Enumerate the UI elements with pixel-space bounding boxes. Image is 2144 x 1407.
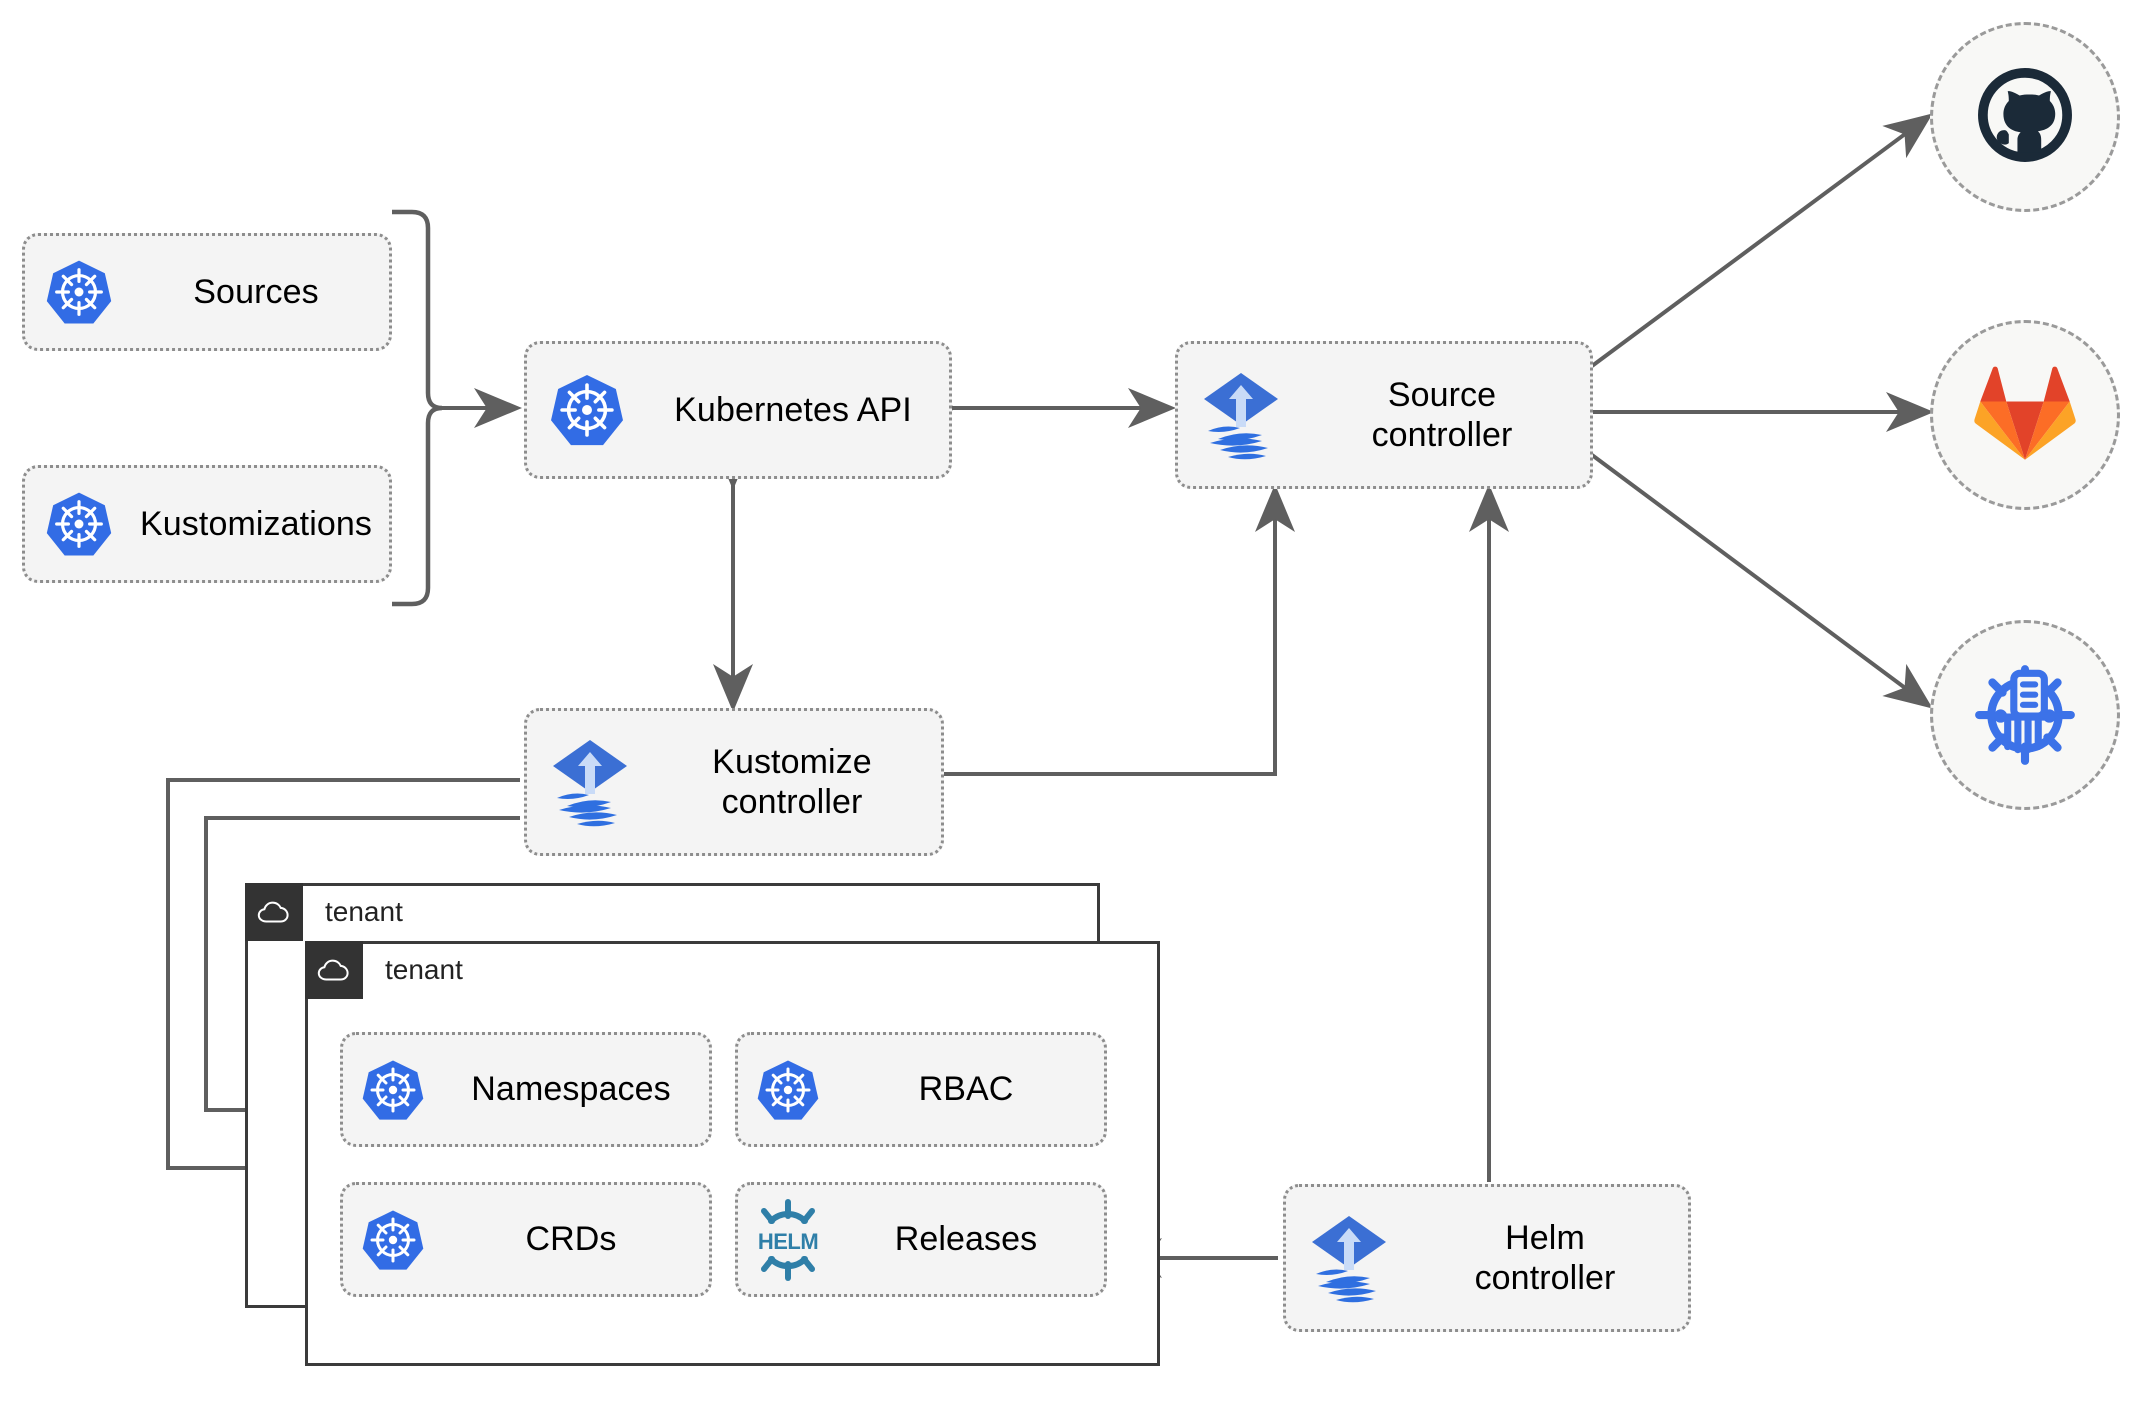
kubernetes-icon [343,1208,443,1272]
node-helm-controller-label: Helm controller [1474,1218,1616,1297]
node-source-controller-label: Source controller [1371,375,1513,454]
github-icon [1971,61,2079,174]
node-releases-label: Releases [894,1220,1038,1259]
gitlab-icon [1973,364,2077,467]
external-helm-repository[interactable] [1930,620,2120,810]
node-sources-label: Sources [193,272,319,311]
helm-icon: HELM [738,1198,838,1281]
external-gitlab[interactable] [1930,320,2120,510]
wire-sourcectl-helmrepo [1590,453,1933,709]
node-sources[interactable]: Sources [22,233,392,351]
svg-text:HELM: HELM [758,1229,818,1254]
node-kubernetes-api-label: Kubernetes API [674,390,912,429]
node-kustomize-controller-label: Kustomize controller [712,742,872,821]
node-crds[interactable]: CRDs [340,1182,712,1297]
cloud-icon [245,883,303,941]
node-releases[interactable]: HELM Releases [735,1182,1107,1297]
node-kustomizations-label: Kustomizations [140,504,372,543]
flux-icon [1178,369,1304,461]
helm-repository-icon [1969,657,2081,774]
wire-sourcectl-github [1590,113,1933,368]
node-kubernetes-api[interactable]: Kubernetes API [524,341,952,479]
tenant-front-tab: tenant [305,941,463,999]
tenant-back-tab: tenant [245,883,403,941]
cloud-icon [305,941,363,999]
node-source-controller[interactable]: Source controller [1175,341,1593,489]
wire-kustomizectl-sourcectl [944,484,1295,776]
wire-brace [392,209,443,607]
kubernetes-icon [25,258,133,326]
external-github[interactable] [1930,22,2120,212]
node-rbac[interactable]: RBAC [735,1032,1107,1147]
tenant-container-front: tenant [305,941,1160,1366]
node-kustomizations[interactable]: Kustomizations [22,465,392,583]
node-kustomize-controller[interactable]: Kustomize controller [524,708,944,856]
flux-icon [527,736,653,828]
kubernetes-icon [738,1058,838,1122]
node-helm-controller[interactable]: Helm controller [1283,1184,1691,1332]
node-rbac-label: RBAC [918,1070,1014,1109]
kubernetes-icon [343,1058,443,1122]
tenant-back-label: tenant [325,896,403,927]
node-crds-label: CRDs [525,1220,617,1259]
kubernetes-icon [25,490,133,558]
kubernetes-icon [527,372,647,448]
node-namespaces-label: Namespaces [471,1070,671,1109]
tenant-front-label: tenant [385,954,463,985]
flux-icon [1286,1212,1412,1304]
node-namespaces[interactable]: Namespaces [340,1032,712,1147]
